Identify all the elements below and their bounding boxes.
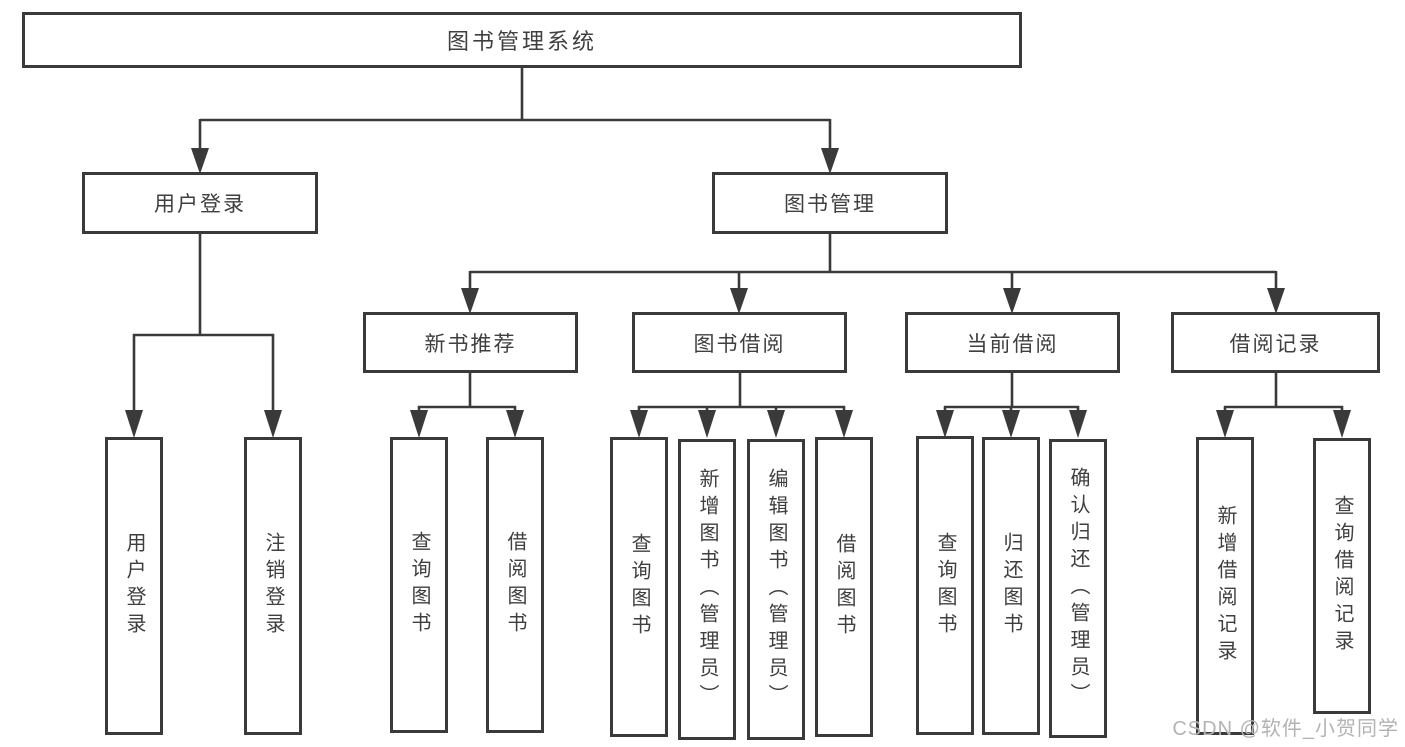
leaf-user-login-label: 用户登录: [123, 532, 145, 640]
node-system-root-label: 图书管理系统: [446, 29, 597, 54]
connector-book-mgmt-to-level3: [461, 233, 1285, 314]
node-current-borrowing-label: 当前借阅: [966, 332, 1059, 356]
leaf-add-borrow-record-label: 新增借阅记录: [1214, 505, 1236, 667]
leaf-query-book-recommend: 查询图书: [390, 437, 448, 733]
connector-root-to-level2: [191, 68, 839, 174]
csdn-watermark: CSDN @软件_小贺同学: [1172, 718, 1399, 740]
leaf-logout: 注销登录: [244, 437, 302, 735]
leaf-add-book-admin-label: 新增图书（管理员）: [696, 468, 718, 711]
leaf-query-borrow-record: 查询借阅记录: [1313, 438, 1371, 714]
connector-user-login-children: [125, 233, 282, 438]
node-borrowing-records-label: 借阅记录: [1229, 332, 1322, 356]
leaf-user-login: 用户登录: [105, 437, 163, 735]
node-book-borrowing: 图书借阅: [632, 312, 847, 373]
node-borrowing-records: 借阅记录: [1171, 312, 1380, 373]
node-user-login: 用户登录: [82, 172, 318, 234]
node-book-management: 图书管理: [712, 172, 948, 234]
connector-borrow-records-children: [1216, 372, 1351, 438]
leaf-add-borrow-record: 新增借阅记录: [1196, 437, 1254, 735]
node-book-management-label: 图书管理: [784, 193, 876, 216]
leaf-confirm-return-admin-label: 确认归还（管理员）: [1067, 467, 1089, 710]
leaf-query-book-current: 查询图书: [916, 436, 974, 735]
leaf-query-book-current-label: 查询图书: [934, 531, 956, 640]
leaf-query-borrow-record-label: 查询借阅记录: [1331, 495, 1353, 657]
leaf-query-book-recommend-label: 查询图书: [408, 531, 430, 639]
leaf-return-book-label: 归还图书: [1000, 532, 1022, 640]
leaf-edit-book-admin-label: 编辑图书（管理员）: [765, 468, 787, 711]
node-new-book-recommend-label: 新书推荐: [424, 332, 517, 356]
leaf-borrow-book-label: 借阅图书: [833, 533, 855, 641]
node-current-borrowing: 当前借阅: [905, 312, 1120, 373]
leaf-return-book: 归还图书: [982, 437, 1040, 735]
connector-new-book-children: [410, 372, 524, 438]
connector-current-borrow-children: [936, 372, 1087, 438]
connector-book-borrow-children: [630, 372, 853, 438]
leaf-add-book-admin: 新增图书（管理员）: [678, 439, 736, 740]
node-system-root: 图书管理系统: [22, 12, 1022, 68]
leaf-query-book-borrow: 查询图书: [610, 437, 668, 737]
node-new-book-recommend: 新书推荐: [363, 312, 578, 373]
leaf-borrow-book: 借阅图书: [815, 437, 873, 737]
node-user-login-label: 用户登录: [154, 193, 246, 216]
leaf-edit-book-admin: 编辑图书（管理员）: [747, 439, 805, 740]
leaf-query-book-borrow-label: 查询图书: [628, 533, 650, 641]
leaf-borrow-book-recommend: 借阅图书: [486, 437, 544, 733]
leaf-confirm-return-admin: 确认归还（管理员）: [1049, 439, 1107, 738]
leaf-logout-label: 注销登录: [262, 532, 284, 640]
node-book-borrowing-label: 图书借阅: [693, 332, 786, 356]
leaf-borrow-book-recommend-label: 借阅图书: [504, 531, 526, 639]
